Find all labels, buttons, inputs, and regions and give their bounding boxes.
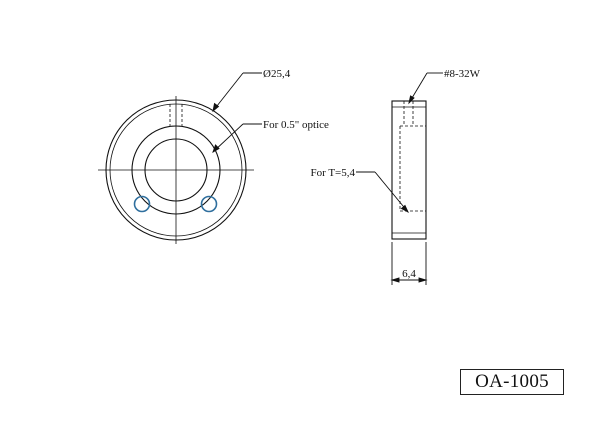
thread-leader (408, 72, 443, 105)
right-mounting-hole (200, 195, 218, 213)
thread-label: #8-32W (444, 68, 481, 80)
left-mounting-hole (133, 195, 151, 213)
optic-label: For 0.5" optice (263, 119, 329, 131)
part-number-box: OA-1005 (460, 369, 564, 395)
front-view (98, 96, 254, 244)
thickness-leader (356, 171, 409, 214)
width-dimension (390, 242, 428, 285)
diameter-label: Ø25,4 (263, 68, 291, 80)
optic-leader (212, 123, 262, 154)
part-number: OA-1005 (475, 371, 549, 392)
side-view (391, 100, 427, 240)
side-view-outline (391, 100, 427, 240)
diameter-leader (212, 72, 262, 113)
width-dimension-label: 6,4 (402, 268, 416, 280)
thickness-note-label: For T=5,4 (310, 167, 355, 179)
